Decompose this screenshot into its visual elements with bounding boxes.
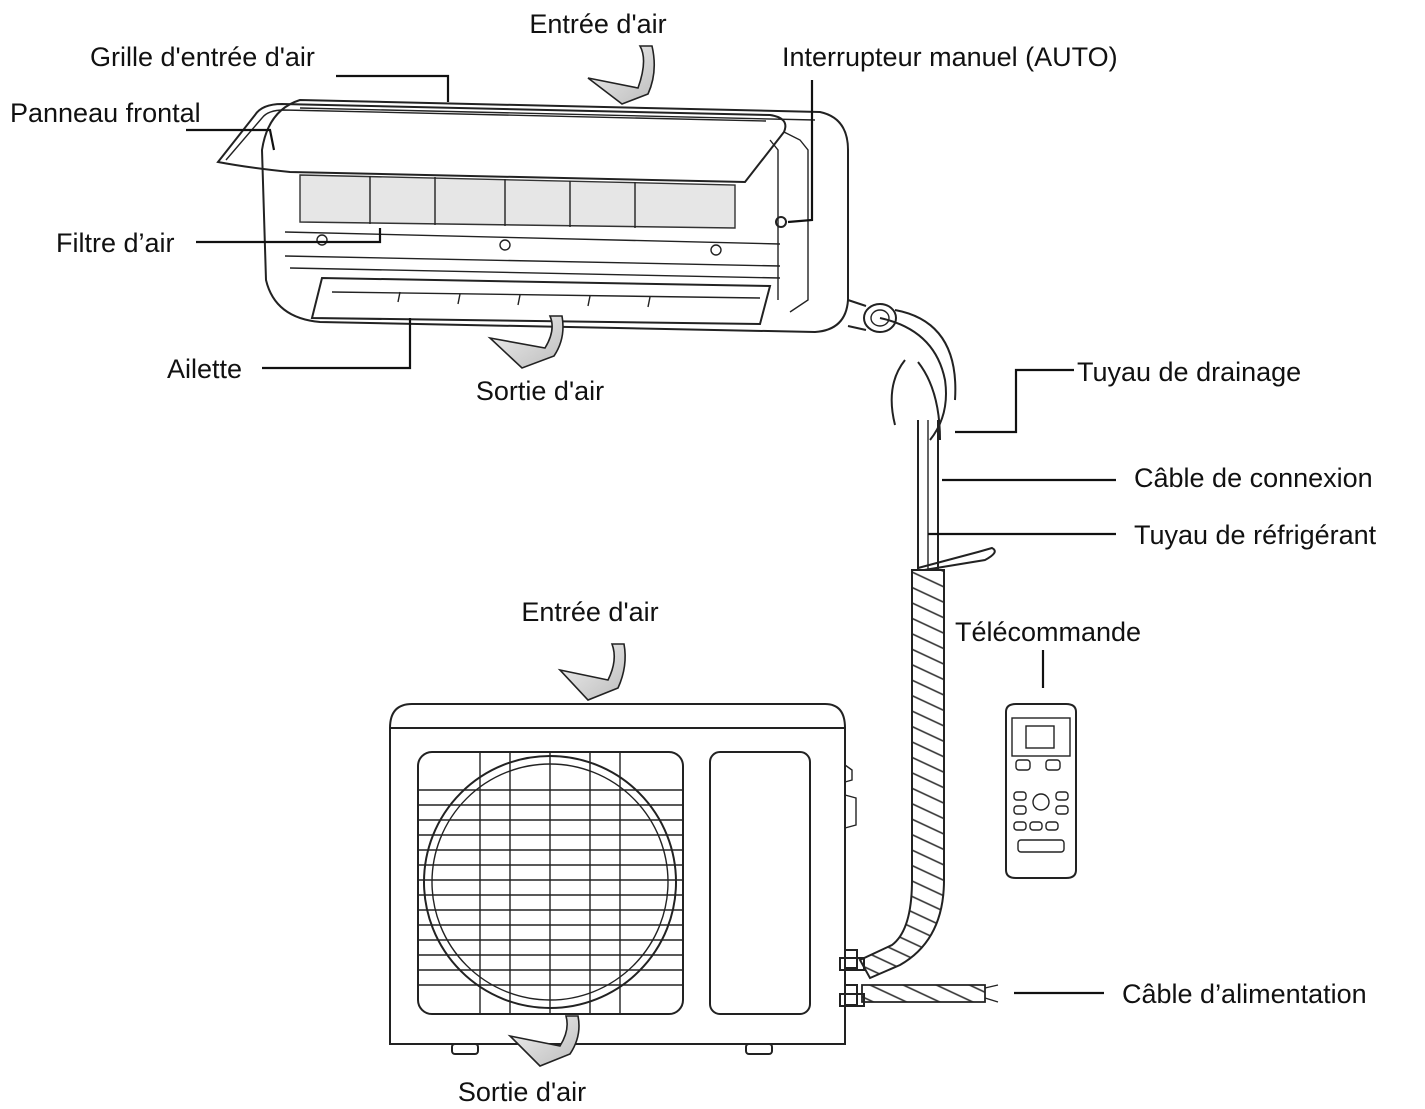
front-panel <box>216 102 787 184</box>
manual-switch-button <box>775 216 787 228</box>
indoor-inlet-arrow-icon <box>587 45 656 105</box>
label-outdoor-air-inlet: Entrée d'air <box>521 597 658 627</box>
label-indoor-air-inlet: Entrée d'air <box>529 9 666 39</box>
outdoor-unit-top <box>388 703 847 729</box>
label-drain-hose: Tuyau de drainage <box>1077 357 1301 387</box>
service-valves <box>839 949 865 1007</box>
outdoor-side-panel <box>709 751 811 1015</box>
label-outdoor-air-outlet: Sortie d'air <box>458 1077 586 1107</box>
outdoor-inlet-arrow-icon <box>557 643 626 701</box>
label-power-cable: Câble d’alimentation <box>1122 979 1367 1009</box>
louver <box>310 276 772 326</box>
label-indoor-air-outlet: Sortie d'air <box>476 376 604 406</box>
indoor-outlet-arrow-icon <box>487 315 564 369</box>
remote-control <box>1005 703 1077 879</box>
outdoor-outlet-arrow-icon <box>507 1015 580 1067</box>
leader-lines <box>186 74 1116 995</box>
label-remote-control: Télécommande <box>955 617 1141 647</box>
indoor-unit <box>216 98 897 334</box>
outdoor-unit-body <box>389 727 846 1045</box>
power-cable-line <box>861 984 986 1003</box>
label-louver: Ailette <box>167 354 242 384</box>
fan-grille <box>417 751 684 1015</box>
label-front-panel: Panneau frontal <box>10 98 201 128</box>
label-intake-grille: Grille d'entrée d'air <box>90 42 315 72</box>
label-connection-cable: Câble de connexion <box>1134 463 1373 493</box>
piping-bundle <box>858 309 999 1003</box>
air-filter <box>299 174 736 229</box>
label-refrigerant-pipe: Tuyau de réfrigérant <box>1134 520 1377 550</box>
label-manual-switch: Interrupteur manuel (AUTO) <box>782 42 1118 72</box>
outdoor-unit <box>388 703 865 1055</box>
label-air-filter: Filtre d’air <box>56 228 175 258</box>
